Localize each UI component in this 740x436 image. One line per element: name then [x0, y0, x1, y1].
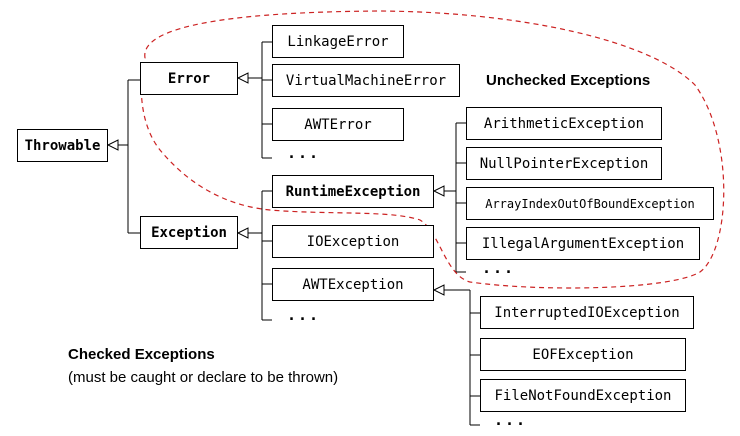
inherits-arrow-runtime [432, 185, 445, 197]
inherits-arrow-throwable [106, 139, 119, 151]
node-virtual-machine-error: VirtualMachineError [272, 64, 460, 97]
node-io-exception: IOException [272, 225, 434, 258]
error-more-ellipsis: ... [287, 144, 321, 162]
exception-more-ellipsis: ... [287, 306, 321, 324]
unchecked-boundary [140, 10, 725, 289]
node-eof-exception: EOFException [480, 338, 686, 371]
node-arithmetic-exception: ArithmeticException [466, 107, 662, 140]
node-runtime-exception: RuntimeException [272, 175, 434, 208]
node-file-not-found-exception: FileNotFoundException [480, 379, 686, 412]
inherits-arrow-exception [236, 227, 249, 239]
node-awt-error: AWTError [272, 108, 404, 141]
checked-exceptions-note: (must be caught or declare to be thrown) [68, 369, 339, 386]
node-awt-exception: AWTException [272, 268, 434, 301]
inherits-arrow-error [236, 72, 249, 84]
node-linkage-error: LinkageError [272, 25, 404, 58]
node-illegal-argument-exception: IllegalArgumentException [466, 227, 700, 260]
inherits-arrow-awtexception [432, 284, 445, 296]
unchecked-exceptions-label: Unchecked Exceptions [486, 72, 651, 89]
node-error: Error [140, 62, 238, 95]
awt-more-ellipsis: ... [494, 411, 528, 429]
node-null-pointer-exception: NullPointerException [466, 147, 662, 180]
node-array-index-exception: ArrayIndexOutOfBoundException [466, 187, 714, 220]
node-interrupted-io-exception: InterruptedIOException [480, 296, 694, 329]
runtime-more-ellipsis: ... [482, 259, 516, 277]
node-throwable: Throwable [17, 129, 108, 162]
checked-exceptions-label: Checked Exceptions [68, 346, 215, 363]
node-exception: Exception [140, 216, 238, 249]
